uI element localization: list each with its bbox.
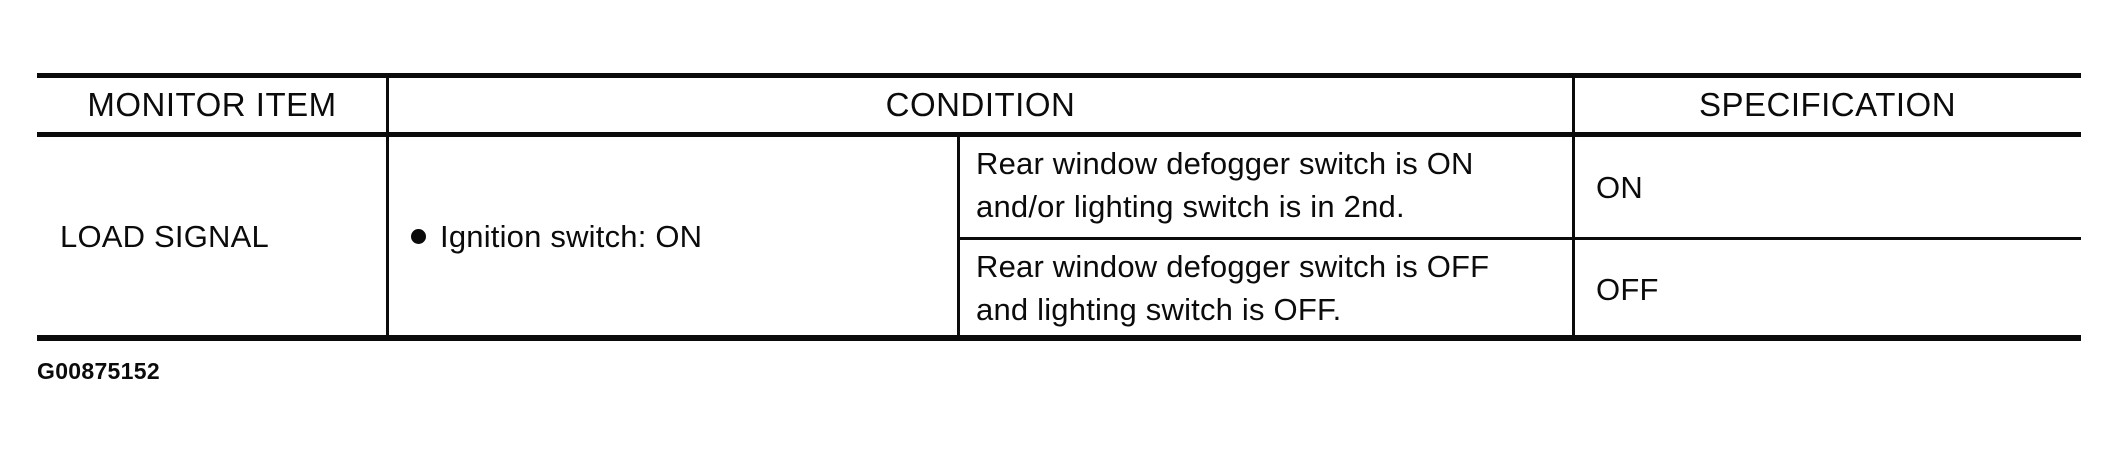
- column-divider-subcondition: [957, 135, 960, 341]
- header-separator-line: [37, 132, 2081, 137]
- subcondition-2-line-1: Rear window defogger switch is OFF: [976, 249, 1490, 284]
- condition-main-cell: Ignition switch: ON: [440, 219, 703, 254]
- specification-value-2: OFF: [1596, 272, 1659, 307]
- column-header-condition: CONDITION: [885, 86, 1076, 123]
- subcondition-1-line-1: Rear window defogger switch is ON: [976, 146, 1474, 181]
- column-divider-monitor-condition: [386, 73, 389, 341]
- specification-value-1: ON: [1596, 170, 1643, 205]
- figure-id-label: G00875152: [37, 358, 160, 384]
- column-header-specification: SPECIFICATION: [1698, 86, 1957, 123]
- subcondition-2-line-2: and lighting switch is OFF.: [976, 292, 1342, 327]
- subcondition-1-line-2: and/or lighting switch is in 2nd.: [976, 189, 1405, 224]
- table-bottom-border: [37, 335, 2081, 341]
- column-divider-condition-specification: [1572, 73, 1575, 341]
- bullet-icon: [411, 229, 426, 244]
- column-header-monitor-item: MONITOR ITEM: [87, 86, 337, 123]
- monitor-item-cell: LOAD SIGNAL: [60, 219, 269, 254]
- subrow-separator-line: [957, 237, 2081, 240]
- table-top-border: [37, 73, 2081, 78]
